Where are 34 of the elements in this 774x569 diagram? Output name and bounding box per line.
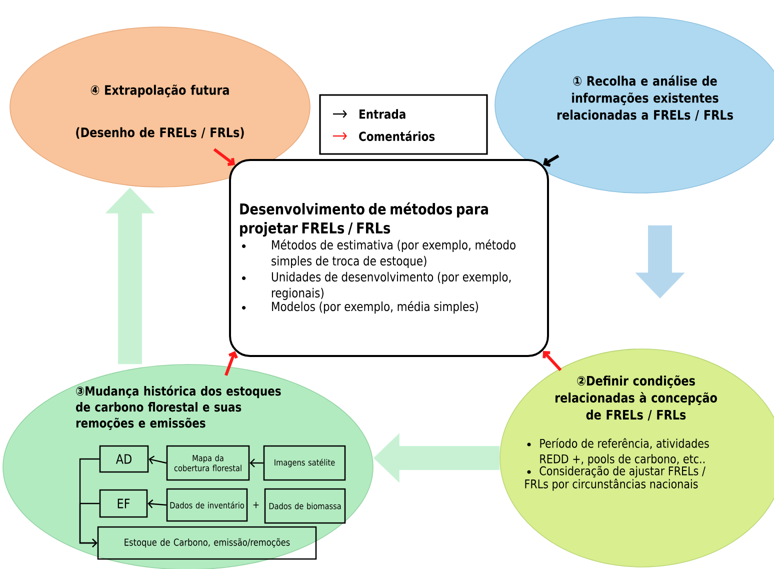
data-box: EF — [99, 489, 148, 518]
arrow — [224, 351, 238, 376]
arrow — [543, 154, 560, 167]
data-box: Imagens satélite — [263, 445, 346, 481]
step-title: ① Recolha e análise de informações existentes relacionadas a FRELs / FRLs — [557, 75, 733, 121]
plus-sign: + — [253, 502, 259, 508]
step-ellipse — [10, 26, 310, 188]
step-title: ④ Extrapolação futura — [90, 84, 229, 98]
bullet-item: Período de referência, atividades REDD +, pools de carbono, etc.. — [527, 438, 709, 466]
step-subtitle: (Desenho de FRELs / FRLs) — [76, 127, 244, 139]
arrow — [542, 350, 562, 372]
arrow — [79, 502, 100, 548]
bullet-item: Unidades de desenvolvimento (por exemplo, regionais) — [242, 272, 511, 300]
bullet-item: Modelos (por exemplo, média simples) — [242, 301, 478, 314]
arrow — [250, 458, 264, 468]
data-box: AD — [99, 445, 149, 473]
bullet-item: Métodos de estimativa (por exemplo, método simples de troca de estoque) — [242, 239, 516, 268]
data-box: Mapa da cobertura florestal — [166, 445, 250, 481]
step-ellipse — [2, 364, 374, 569]
bullet-item: Consideração de ajustar FRELs / FRLs por circunstâncias nacionais — [525, 466, 706, 491]
arrow — [213, 148, 235, 166]
data-box: Estoque de Carbono, emissão/remoções — [97, 526, 317, 560]
data-box: Dados de biomassa — [264, 488, 346, 524]
arrow — [148, 456, 166, 464]
step-ellipse — [494, 16, 774, 194]
arrow — [148, 499, 166, 508]
step-title: ③Mudança histórica dos estoques de carbono florestal e suas remoções e emissões — [76, 386, 281, 430]
method-box — [229, 159, 549, 357]
step-ellipse — [500, 348, 774, 568]
legend-text: Entrada — [360, 109, 406, 119]
step-title: ②Definir condições relacionadas à concepção de FRELs / FRLs — [556, 375, 717, 421]
data-box: Dados de inventário — [166, 488, 248, 522]
legend-text: Comentários — [359, 130, 435, 142]
box-heading: Desenvolvimento de métodos para projetar FRELs / FRLs — [240, 202, 488, 237]
